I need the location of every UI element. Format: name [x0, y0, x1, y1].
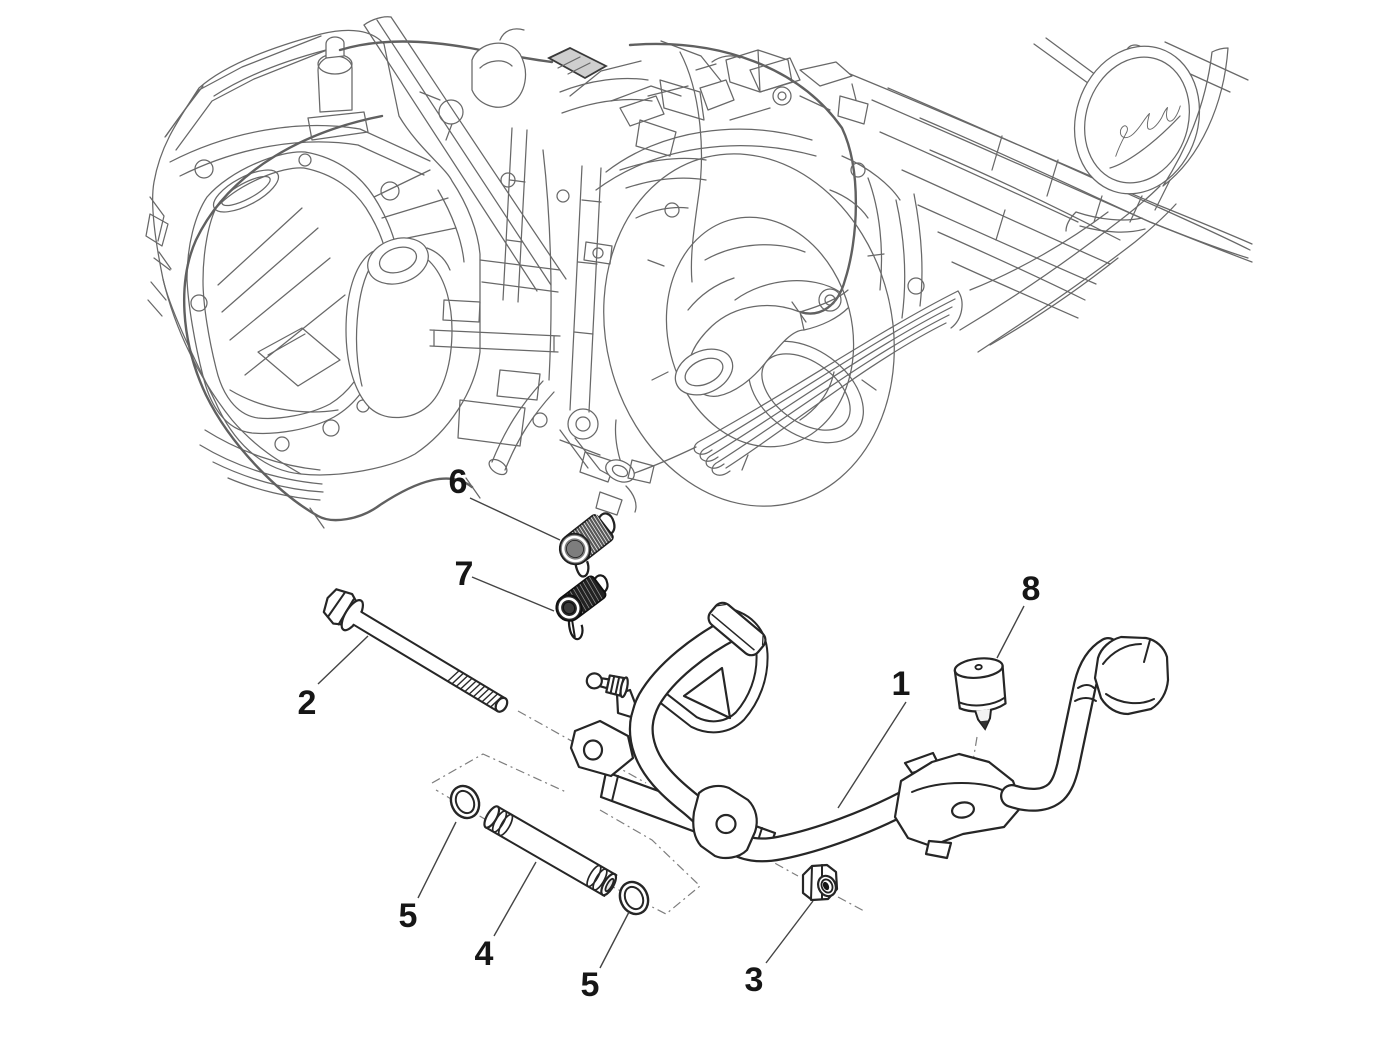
svg-text:4: 4	[475, 935, 494, 973]
svg-text:3: 3	[745, 961, 764, 999]
svg-text:7: 7	[455, 555, 474, 593]
svg-text:1: 1	[892, 665, 911, 703]
svg-text:8: 8	[1022, 570, 1041, 608]
svg-text:5: 5	[581, 966, 600, 1004]
svg-text:5: 5	[399, 897, 418, 935]
svg-text:2: 2	[298, 684, 317, 722]
svg-text:6: 6	[449, 463, 468, 501]
